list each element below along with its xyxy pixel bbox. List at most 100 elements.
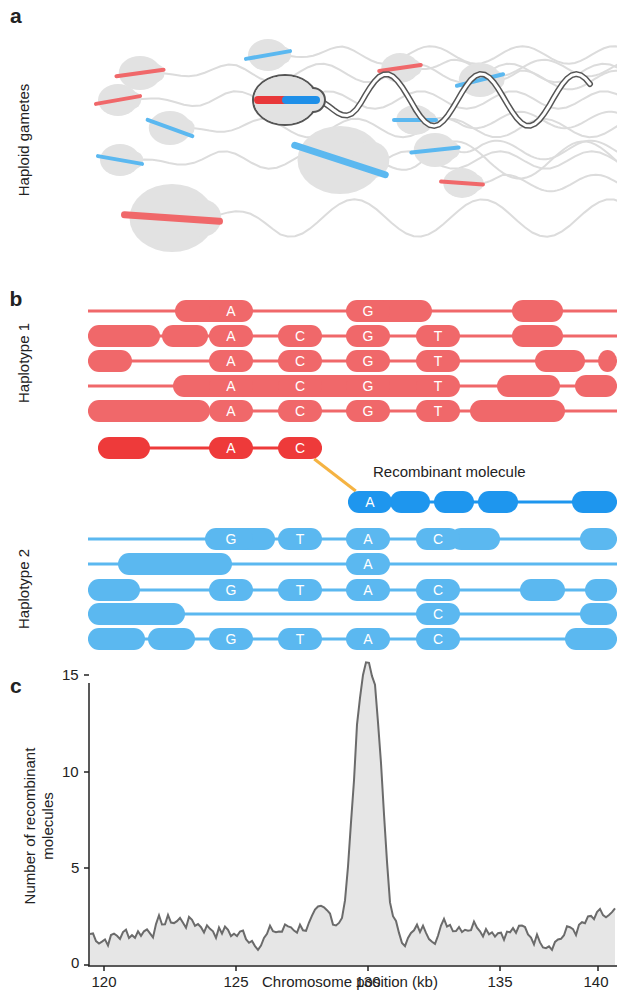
chromosome-bar: [295, 145, 386, 174]
chromosome-bar: [125, 215, 220, 222]
read-segment: A: [209, 437, 253, 459]
read-segment: C: [278, 350, 322, 372]
base-letter: T: [296, 531, 305, 547]
read-segment: [512, 325, 563, 347]
base-letter: C: [295, 328, 305, 344]
chromosome-bar: [394, 118, 436, 122]
chromosome-bar: [96, 96, 140, 104]
recombination-junction: [314, 459, 355, 491]
gamete-tail: [497, 71, 617, 90]
y-tick: [84, 771, 89, 773]
read-segment: [162, 325, 208, 347]
read-segment: C: [416, 603, 460, 625]
base-letter: A: [226, 403, 235, 419]
chromosome-bar: [116, 70, 163, 77]
tick-label: 120: [92, 973, 117, 991]
base-letter: T: [434, 403, 443, 419]
read-segment: [118, 553, 232, 575]
read-segment: [173, 375, 440, 397]
read-segment: G: [346, 325, 390, 347]
base-letter: G: [226, 631, 237, 647]
y-tick: [84, 867, 89, 869]
read-segment: A: [346, 553, 390, 575]
base-letter: A: [363, 556, 372, 572]
gamete-tail: [452, 141, 617, 160]
chromosome-bar: [246, 51, 290, 59]
read-segment: [434, 491, 474, 513]
row-group-label: Haplotype 1: [15, 323, 33, 403]
base-letter: G: [363, 353, 374, 369]
read-segment: G: [209, 579, 253, 601]
read-segment: [175, 300, 240, 322]
base-letter: T: [434, 378, 443, 394]
read-segment: G: [209, 628, 253, 650]
read-segment: [88, 628, 145, 650]
read-segment: T: [278, 579, 322, 601]
read-segment: A: [209, 300, 253, 322]
chromosome-bar: [98, 156, 142, 164]
base-letter: T: [434, 353, 443, 369]
base-letter: G: [363, 378, 374, 394]
panel-letter: c: [10, 673, 22, 698]
read-segment: [355, 300, 432, 322]
read-segment: [470, 400, 565, 422]
base-letter: A: [365, 494, 374, 510]
base-letter: T: [434, 328, 443, 344]
base-letter: G: [363, 328, 374, 344]
base-letter: A: [226, 378, 235, 394]
base-letter: C: [295, 353, 305, 369]
chromosome-bar: [411, 148, 458, 153]
base-letter: C: [433, 631, 443, 647]
y-tick: [84, 674, 89, 676]
y-axis: [88, 683, 90, 966]
panel-title: Haploid gametes: [15, 84, 33, 197]
read-segment: A: [348, 491, 392, 513]
base-letter: A: [226, 440, 235, 456]
row-group-label: Haplotype 2: [15, 549, 33, 629]
chromosome-bar: [148, 120, 193, 136]
base-letter: G: [363, 403, 374, 419]
read-segment: [88, 579, 140, 601]
base-letter: C: [433, 531, 443, 547]
annotation: Recombinant molecule: [373, 463, 526, 481]
read-segment: [478, 491, 518, 513]
gamete-tail: [374, 141, 617, 178]
base-letter: A: [226, 303, 235, 319]
read-segment: [585, 579, 617, 601]
read-segment: [205, 528, 275, 550]
read-segment: G: [209, 528, 253, 550]
read-segment: [580, 528, 617, 550]
read-segment: T: [416, 400, 460, 422]
x-tick: [235, 966, 237, 971]
base-letter: C: [433, 582, 443, 598]
read-segment: A: [209, 325, 253, 347]
y-tick: [84, 964, 89, 966]
read-segment: C: [416, 628, 460, 650]
x-tick: [597, 966, 599, 971]
read-segment: A: [346, 579, 390, 601]
chromosome-bar: [379, 65, 421, 71]
base-letter: A: [363, 531, 372, 547]
read-segment: A: [346, 628, 390, 650]
read-segment: T: [416, 350, 460, 372]
read-segment: T: [416, 325, 460, 347]
tick-label: 125: [224, 973, 249, 991]
read-segment: [88, 400, 210, 422]
base-letter: G: [363, 303, 374, 319]
base-letter: A: [363, 582, 372, 598]
read-segment: G: [346, 350, 390, 372]
tick-label: 140: [584, 973, 609, 991]
read-segment: [88, 603, 185, 625]
read-segment: T: [278, 528, 322, 550]
panel-letter: b: [10, 286, 23, 311]
base-letter: A: [226, 353, 235, 369]
tick-label: 0: [71, 954, 79, 972]
x-axis: [88, 965, 617, 967]
read-segment: C: [278, 325, 322, 347]
axis-title: Number of recombinant molecules: [20, 744, 56, 909]
read-segment: [88, 350, 132, 372]
read-segment: [512, 300, 563, 322]
x-tick: [499, 966, 501, 971]
chromosome-blue-part: [286, 96, 316, 104]
